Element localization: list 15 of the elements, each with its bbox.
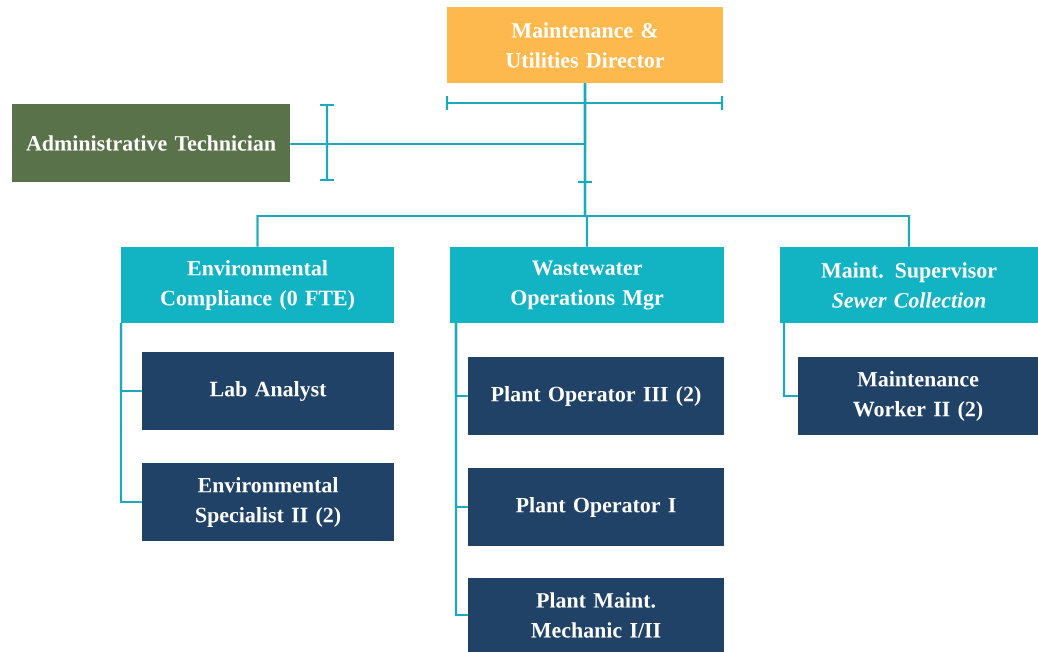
- org-box: Environmental Compliance (0 FTE): [121, 247, 394, 323]
- org-box: Lab Analyst: [142, 352, 394, 430]
- org-box: Maintenance & Utilities Director: [447, 7, 723, 83]
- org-box: Administrative Technician: [12, 104, 290, 182]
- connector-line: [119, 323, 142, 504]
- connector-line: [782, 323, 798, 398]
- org-box: Maint. Supervisor Sewer Collection: [780, 247, 1038, 323]
- org-box: Maintenance Worker II (2): [798, 357, 1038, 435]
- org-box: Wastewater Operations Mgr: [450, 247, 724, 323]
- org-box: Plant Operator III (2): [468, 357, 724, 435]
- connector-line: [454, 323, 468, 617]
- org-box: Plant Operator I: [468, 468, 724, 546]
- org-box: Plant Maint. Mechanic I/II: [468, 578, 724, 652]
- connector-line: [583, 83, 911, 247]
- org-box: Environmental Specialist II (2): [142, 463, 394, 541]
